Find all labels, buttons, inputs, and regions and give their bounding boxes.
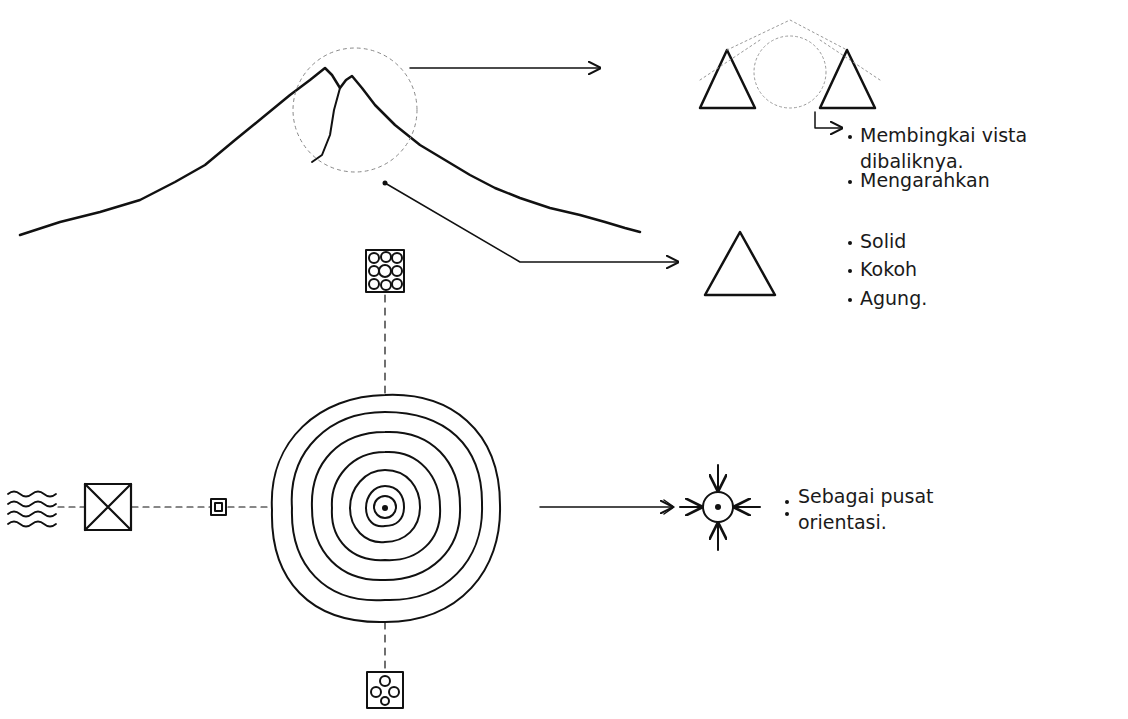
focus-circle bbox=[293, 48, 417, 172]
double-head bbox=[664, 500, 674, 514]
mountain-crease bbox=[312, 88, 340, 162]
triangle-symbol bbox=[705, 232, 775, 295]
leader-arrow bbox=[540, 506, 672, 508]
bullet bbox=[848, 135, 852, 139]
colon bbox=[785, 500, 789, 504]
center-dot bbox=[382, 505, 388, 511]
plan-square bbox=[366, 250, 404, 292]
annotation-text: Sebagai pusat orientasi. bbox=[798, 484, 958, 535]
sightline bbox=[700, 20, 880, 80]
orientation-symbol bbox=[680, 465, 760, 550]
bullet bbox=[848, 180, 852, 184]
crossed-square bbox=[85, 484, 131, 530]
annotation-text: Mengarahkan bbox=[860, 168, 1060, 194]
water-symbol bbox=[8, 492, 56, 527]
triangle-symbol bbox=[820, 50, 875, 108]
bracket-arrow bbox=[815, 112, 842, 128]
contour-plan bbox=[272, 395, 500, 622]
triangle-symbol bbox=[700, 50, 755, 108]
axis-line bbox=[384, 295, 385, 395]
small-square bbox=[211, 499, 226, 515]
colon bbox=[785, 512, 789, 516]
bullet bbox=[848, 241, 852, 245]
annotation-text: Agung. bbox=[860, 286, 1060, 312]
center-dot bbox=[715, 504, 721, 510]
vista-circle bbox=[754, 36, 826, 108]
plan-square bbox=[367, 672, 403, 708]
bullet bbox=[848, 298, 852, 302]
bullet bbox=[848, 269, 852, 273]
axis-line bbox=[384, 622, 385, 668]
annotation-text: Kokoh bbox=[860, 257, 1060, 283]
annotation-text: Membingkai vista dibaliknya. bbox=[860, 123, 1060, 174]
axis-line bbox=[58, 506, 84, 507]
axis-line bbox=[228, 506, 270, 507]
axis-line bbox=[132, 506, 210, 507]
leader-arrow bbox=[385, 183, 678, 262]
leader-arrow bbox=[410, 67, 600, 69]
mountain-outline bbox=[20, 68, 640, 235]
annotation-text: Solid bbox=[860, 229, 1060, 255]
